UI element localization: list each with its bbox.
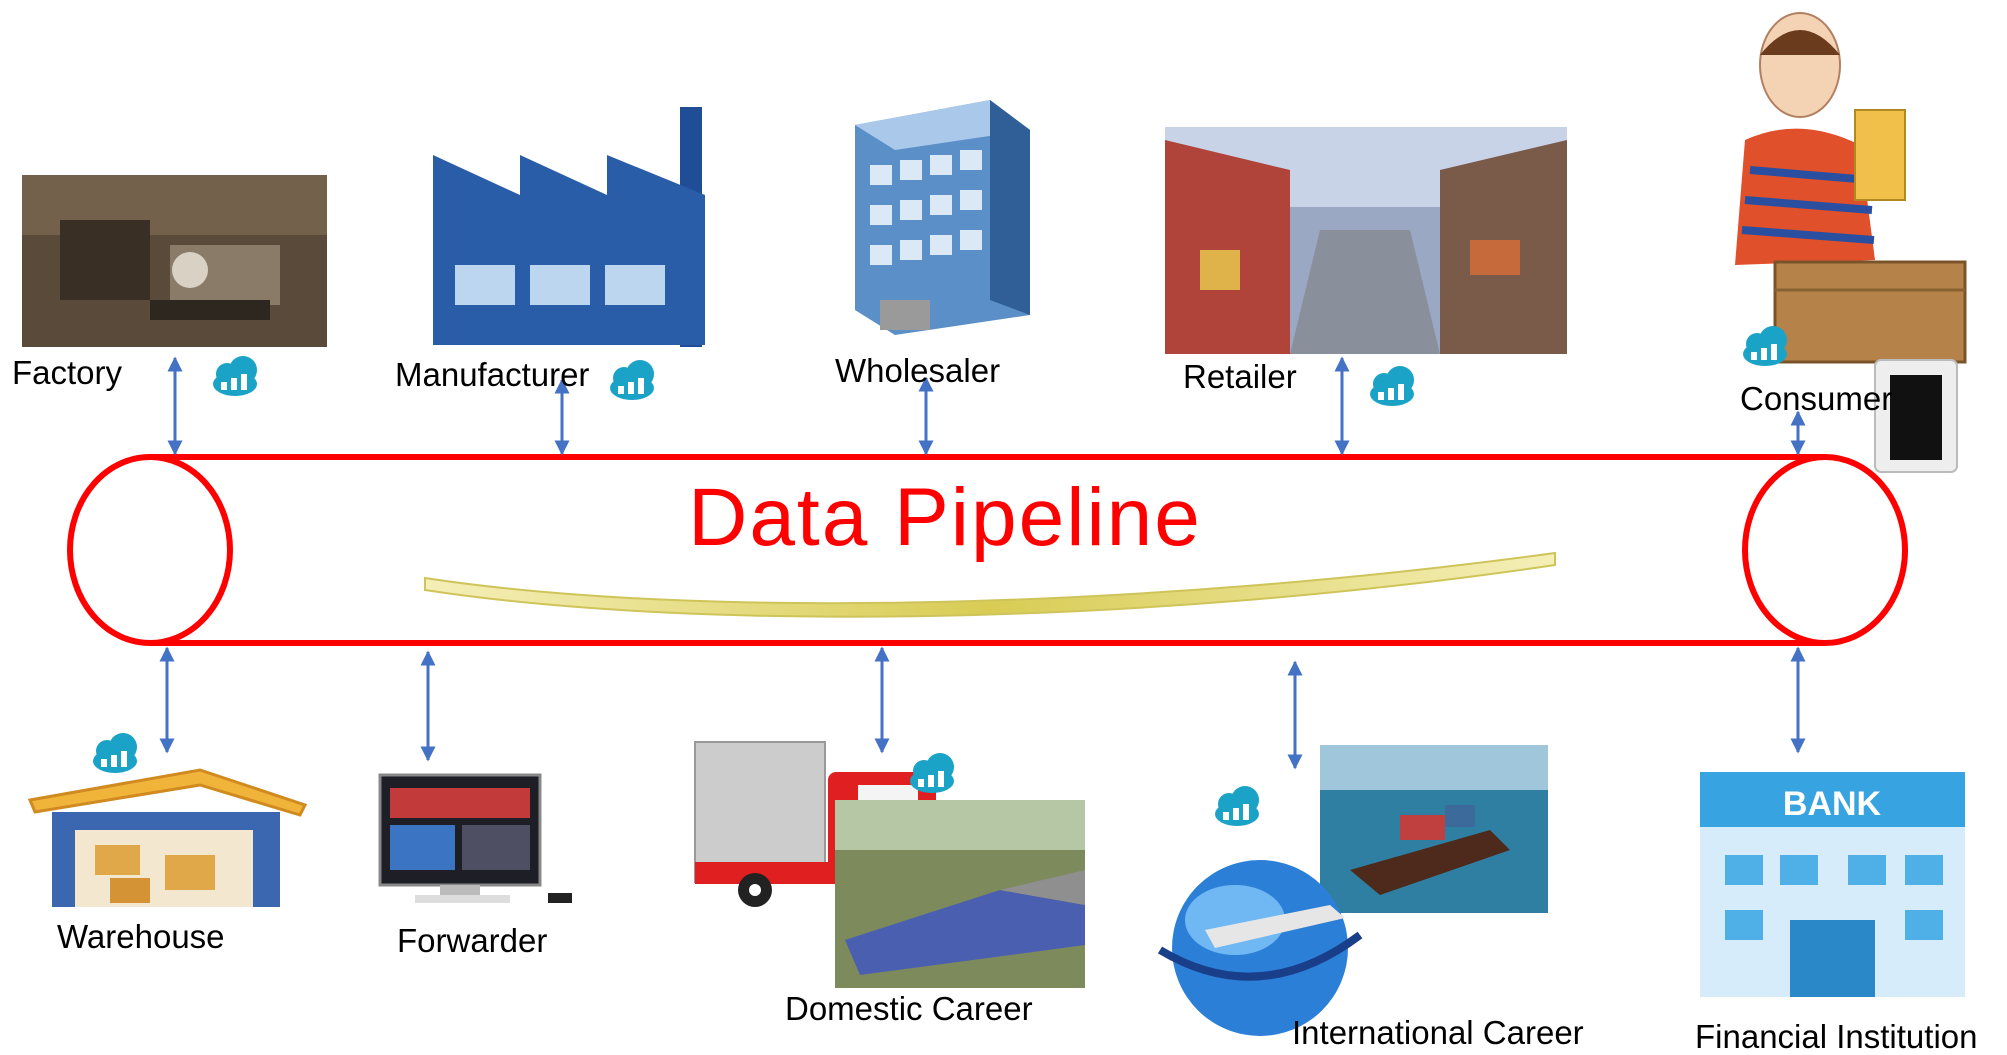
pipeline-right-opening (1742, 454, 1908, 646)
node-label-forwarder: Forwarder (397, 922, 547, 959)
office-building-icon (855, 100, 1030, 335)
node-label-manufacturer: Manufacturer (395, 356, 589, 393)
pipeline-label: Data Pipeline (688, 472, 1202, 563)
manufacturer-building-icon (433, 107, 705, 347)
node-label-international-career: International Career (1292, 1014, 1584, 1051)
data-pipeline: Data Pipeline (67, 454, 1908, 646)
node-factory: Factory (12, 175, 327, 396)
pipeline-left-opening (67, 454, 233, 646)
computer-monitor-icon (378, 773, 572, 903)
warehouse-icon (27, 768, 308, 907)
node-label-financial-institution: Financial Institution (1695, 1018, 1977, 1055)
smartphone-icon (1874, 359, 1958, 473)
cloud-icon (213, 356, 257, 396)
node-international-career: International Career (1157, 745, 1584, 1051)
svg-text:BANK: BANK (1783, 785, 1882, 823)
node-label-retailer: Retailer (1183, 358, 1297, 395)
node-warehouse: Warehouse (27, 733, 308, 955)
connectors (159, 356, 1806, 770)
truck-and-train-icon (694, 741, 1085, 988)
node-label-domestic-career: Domestic Career (785, 990, 1033, 1027)
node-manufacturer: Manufacturer (395, 107, 705, 400)
globe-and-ship-icon (1157, 745, 1548, 1036)
data-stream-icon (424, 551, 1556, 618)
node-label-consumer: Consumer (1740, 380, 1892, 417)
shopper-with-box-icon (1735, 12, 1967, 364)
cloud-icon (1743, 326, 1787, 366)
node-wholesaler: Wholesaler (835, 100, 1030, 389)
factory-photo-icon (22, 175, 327, 347)
cloud-icon (910, 753, 954, 793)
cloud-icon (1370, 366, 1414, 406)
node-retailer: Retailer (1165, 127, 1567, 406)
shopping-street-photo-icon (1165, 127, 1567, 354)
cloud-icon (610, 360, 654, 400)
node-label-warehouse: Warehouse (57, 918, 225, 955)
node-consumer: Consumer (1735, 12, 1967, 473)
bank-icon: BANK (1700, 772, 1965, 997)
node-financial-institution: BANK Financial Institution (1695, 772, 1977, 1055)
node-forwarder: Forwarder (378, 773, 572, 959)
cloud-icon (1215, 786, 1259, 826)
cloud-icon (93, 733, 137, 773)
node-label-factory: Factory (12, 354, 123, 391)
node-domestic-career: Domestic Career (694, 741, 1085, 1027)
node-label-wholesaler: Wholesaler (835, 352, 1000, 389)
